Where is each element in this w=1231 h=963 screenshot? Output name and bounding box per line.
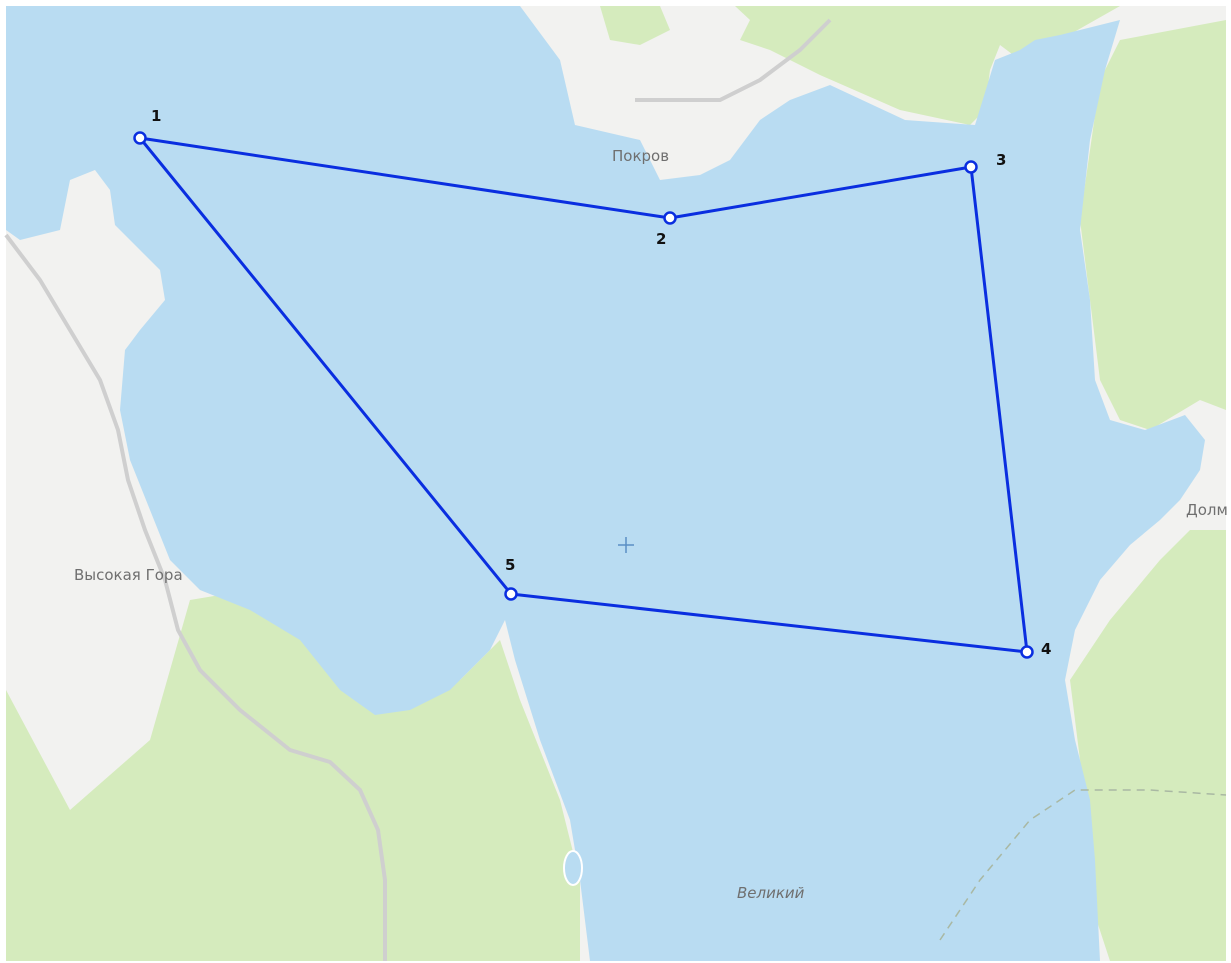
small-pond bbox=[563, 850, 583, 886]
vertex-handle[interactable] bbox=[663, 211, 677, 225]
lake-water bbox=[6, 6, 1205, 961]
vertex-label: 1 bbox=[151, 107, 161, 125]
road-north bbox=[635, 18, 832, 102]
crosshair-plus-icon bbox=[618, 537, 634, 553]
vertex-handle[interactable] bbox=[504, 587, 518, 601]
road-west bbox=[4, 233, 387, 961]
road-layer bbox=[4, 18, 1227, 961]
route-vertex-1[interactable]: 1 bbox=[133, 107, 162, 145]
route-vertex-4[interactable]: 4 bbox=[1020, 640, 1052, 659]
forest-bottom-right bbox=[1070, 530, 1226, 961]
route-vertex-5[interactable]: 5 bbox=[504, 556, 518, 601]
dashed-boundary bbox=[939, 789, 1227, 941]
forest-right bbox=[1080, 20, 1226, 430]
route-polygon[interactable] bbox=[138, 136, 1029, 654]
vertex-handle[interactable] bbox=[964, 160, 978, 174]
vertex-label: 5 bbox=[505, 556, 515, 574]
forest-top-left bbox=[600, 6, 670, 45]
place-label-vysokaya-gora: Высокая Гора bbox=[74, 566, 183, 584]
route-layer[interactable]: 1 2 3 4 5 bbox=[133, 107, 1052, 659]
vertex-label: 2 bbox=[656, 230, 666, 248]
vertex-label: 4 bbox=[1041, 640, 1051, 658]
route-vertex-3[interactable]: 3 bbox=[964, 151, 1007, 174]
vertex-label: 3 bbox=[996, 151, 1006, 169]
place-label-dolm: Долм bbox=[1186, 501, 1228, 519]
place-label-pokrov: Покров bbox=[612, 147, 669, 165]
vertex-handle[interactable] bbox=[133, 131, 147, 145]
vertex-handle[interactable] bbox=[1020, 645, 1034, 659]
place-label-velikiy: Великий bbox=[737, 884, 805, 902]
route-vertex-2[interactable]: 2 bbox=[656, 211, 677, 249]
forest-top-right bbox=[735, 6, 1120, 125]
